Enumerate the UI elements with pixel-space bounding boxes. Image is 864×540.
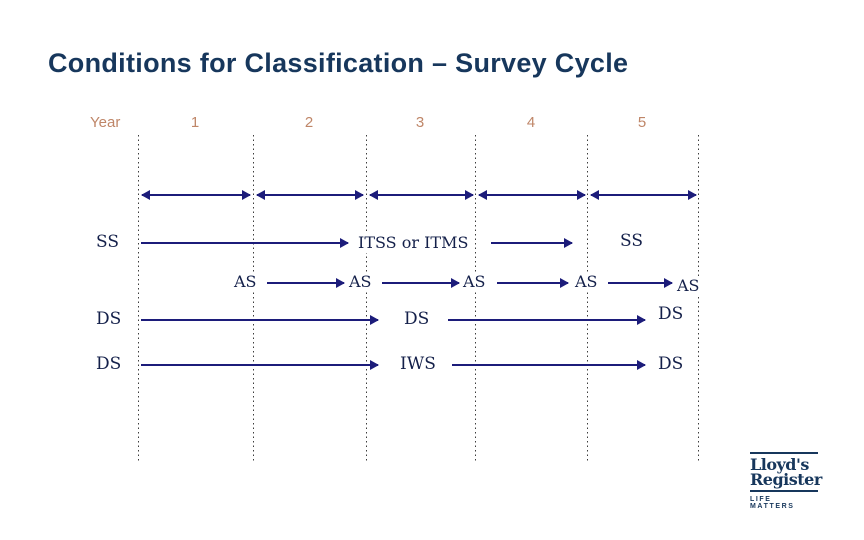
arrowhead-right-icon: [560, 278, 569, 288]
arrowhead-right-icon: [465, 190, 474, 200]
logo-top-rule: [750, 452, 818, 454]
arrowhead-right-icon: [637, 315, 646, 325]
itss-to-ss-arrow: [491, 238, 573, 248]
arrowhead-left-icon: [141, 190, 150, 200]
year-span-arrow-1: [141, 190, 251, 200]
arrowhead-right-icon: [370, 360, 379, 370]
as-label-4: AS: [572, 272, 601, 292]
lloyds-register-logo: Lloyd's Register LIFE MATTERS: [750, 452, 822, 510]
arrowhead-right-icon: [637, 360, 646, 370]
arrowhead-right-icon: [577, 190, 586, 200]
logo-line2: Register: [750, 470, 822, 489]
ds-row1-label-1: DS: [93, 309, 125, 329]
arrowhead-right-icon: [688, 190, 697, 200]
arrowhead-right-icon: [564, 238, 573, 248]
iws-label: IWS: [397, 354, 439, 374]
arrowhead-right-icon: [370, 315, 379, 325]
ds-row2-label-1: DS: [93, 354, 125, 374]
year-tick-1: 1: [190, 114, 200, 131]
gridline-year-1: [253, 135, 255, 462]
arrowhead-right-icon: [340, 238, 349, 248]
gridline-year-3: [475, 135, 477, 462]
arrowhead-left-icon: [590, 190, 599, 200]
arrowhead-left-icon: [478, 190, 487, 200]
as-label-2: AS: [346, 272, 375, 292]
as-label-1: AS: [231, 272, 260, 292]
as-arrow-4: [608, 278, 673, 288]
gridline-year-0: [138, 135, 140, 462]
as-label-3: AS: [460, 272, 489, 292]
as-label-5: AS: [674, 276, 703, 296]
year-span-arrow-3: [369, 190, 474, 200]
ds-row2-label-2: DS: [655, 354, 687, 374]
year-tick-4: 4: [526, 114, 536, 131]
ss-end-label: SS: [617, 231, 646, 251]
page-title: Conditions for Classification – Survey C…: [48, 48, 629, 78]
year-span-arrow-5: [590, 190, 697, 200]
arrowhead-left-icon: [369, 190, 378, 200]
gridline-year-5: [698, 135, 700, 462]
arrowhead-right-icon: [242, 190, 251, 200]
arrowhead-right-icon: [664, 278, 673, 288]
ds-row1-arrow-1: [141, 315, 379, 325]
ds-row1-label-3: DS: [655, 304, 687, 324]
logo-bottom-rule: [750, 490, 818, 492]
year-span-arrow-2: [256, 190, 364, 200]
gridline-year-4: [587, 135, 589, 462]
logo-tagline: LIFE MATTERS: [750, 496, 795, 510]
as-arrow-1: [267, 278, 345, 288]
logo-line1: Lloyd's: [750, 455, 809, 474]
gridline-year-2: [366, 135, 368, 462]
year-tick-3: 3: [415, 114, 425, 131]
ss-start-label: SS: [93, 232, 122, 252]
year-tick-5: 5: [637, 114, 647, 131]
arrowhead-right-icon: [336, 278, 345, 288]
arrowhead-left-icon: [256, 190, 265, 200]
year-span-arrow-4: [478, 190, 586, 200]
itss-or-itms-label: ITSS or ITMS: [355, 233, 472, 253]
year-tick-2: 2: [304, 114, 314, 131]
ds-row1-label-2: DS: [401, 309, 433, 329]
arrowhead-right-icon: [355, 190, 364, 200]
ds-row1-arrow-2: [448, 315, 646, 325]
year-axis-label: Year: [90, 114, 121, 131]
as-arrow-2: [382, 278, 460, 288]
ds-row2-arrow-1: [141, 360, 379, 370]
arrowhead-right-icon: [451, 278, 460, 288]
as-arrow-3: [497, 278, 569, 288]
ss-to-itss-arrow: [141, 238, 349, 248]
ds-row2-arrow-2: [452, 360, 646, 370]
